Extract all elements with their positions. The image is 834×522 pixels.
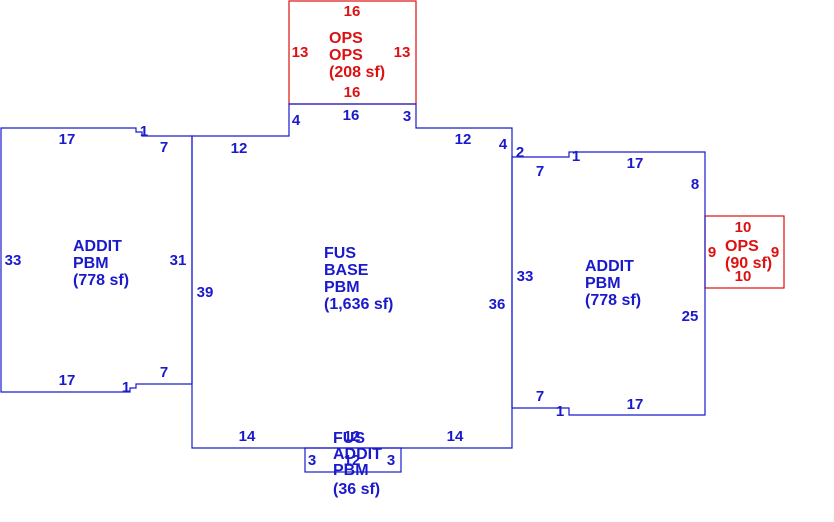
ops-top-dim-left: 13 xyxy=(292,44,309,61)
addit-right-label-2: PBM xyxy=(585,275,621,292)
main-dim-right-notch: 3 xyxy=(403,108,411,125)
addit-right-dim-bottom-step: 7 xyxy=(536,388,544,405)
addit-left-area: (778 sf) xyxy=(73,272,129,289)
addit-left-dim-left: 33 xyxy=(5,252,22,269)
addit-right-outline xyxy=(511,151,706,416)
fus-addit-label-2: ADDIT xyxy=(333,446,382,463)
main-label-2: BASE xyxy=(324,262,369,279)
main-dim-left: 39 xyxy=(197,284,214,301)
addit-left-dim-right: 31 xyxy=(170,252,187,269)
fus-addit-dim-bottom: 12 xyxy=(344,452,361,469)
addit-left-outline xyxy=(0,127,193,393)
fus-addit-outline xyxy=(304,447,402,473)
addit-left-label-1: ADDIT xyxy=(73,238,122,255)
ops-right-area: (90 sf) xyxy=(725,255,772,272)
main-dim-left-notch: 4 xyxy=(292,112,301,129)
ops-top-area: (208 sf) xyxy=(329,64,385,81)
addit-right-area: (778 sf) xyxy=(585,292,641,309)
addit-left-dim-top-step: 7 xyxy=(160,139,168,156)
main-dim-right-upper: 4 xyxy=(499,136,508,153)
ops-right-dim-right: 9 xyxy=(771,244,779,261)
addit-left-dim-bottom-notch: 1 xyxy=(122,379,130,396)
fus-addit-dim-left: 3 xyxy=(308,452,316,469)
addit-right-dim-bottom-notch: 1 xyxy=(556,403,564,420)
ops-top-dim-bottom: 16 xyxy=(344,84,361,101)
addit-right-dim-right-upper: 8 xyxy=(691,176,699,193)
main-dim-right: 36 xyxy=(489,296,506,313)
ops-right-dim-bottom: 10 xyxy=(735,268,752,285)
main-dim-top-mid: 16 xyxy=(343,107,360,124)
addit-right-dim-bottom: 17 xyxy=(627,396,644,413)
addit-right-dim-top-step: 7 xyxy=(536,163,544,180)
addit-right-dim-top-jog: 2 xyxy=(516,144,524,161)
ops-right-dim-left: 9 xyxy=(708,244,716,261)
main-dim-bottom-left: 14 xyxy=(239,428,256,445)
main-dim-top-left: 12 xyxy=(231,140,248,157)
main-dim-bottom-right: 14 xyxy=(447,428,464,445)
fus-addit-label-1: FUS xyxy=(333,430,365,447)
fus-addit-label-3: PBM xyxy=(333,462,369,479)
addit-right-dim-right-lower: 25 xyxy=(682,308,699,325)
addit-left-label-2: PBM xyxy=(73,255,109,272)
addit-left-dim-top-notch: 1 xyxy=(140,123,148,140)
ops-top-dim-right: 13 xyxy=(394,44,411,61)
addit-right-dim-top-notch: 1 xyxy=(572,148,580,165)
addit-left-dim-bottom: 17 xyxy=(59,372,76,389)
main-label-1: FUS xyxy=(324,245,356,262)
addit-right-dim-top: 17 xyxy=(627,155,644,172)
addit-left-dim-bottom-step: 7 xyxy=(160,364,168,381)
ops-top-dim-top: 16 xyxy=(344,3,361,20)
main-outline xyxy=(191,103,513,449)
ops-top-label-1: OPS xyxy=(329,30,363,47)
main-dim-top-right: 12 xyxy=(455,131,472,148)
ops-top-label-2: OPS xyxy=(329,47,363,64)
addit-right-dim-left: 33 xyxy=(517,268,534,285)
main-area: (1,636 sf) xyxy=(324,296,393,313)
fus-addit-dim-top: 12 xyxy=(344,428,361,445)
addit-right-label-1: ADDIT xyxy=(585,258,634,275)
addit-left-dim-top: 17 xyxy=(59,131,76,148)
ops-right-dim-top: 10 xyxy=(735,219,752,236)
main-label-3: PBM xyxy=(324,279,360,296)
fus-addit-dim-right: 3 xyxy=(387,452,395,469)
fus-addit-area: (36 sf) xyxy=(333,481,380,498)
ops-right-label: OPS xyxy=(725,238,759,255)
